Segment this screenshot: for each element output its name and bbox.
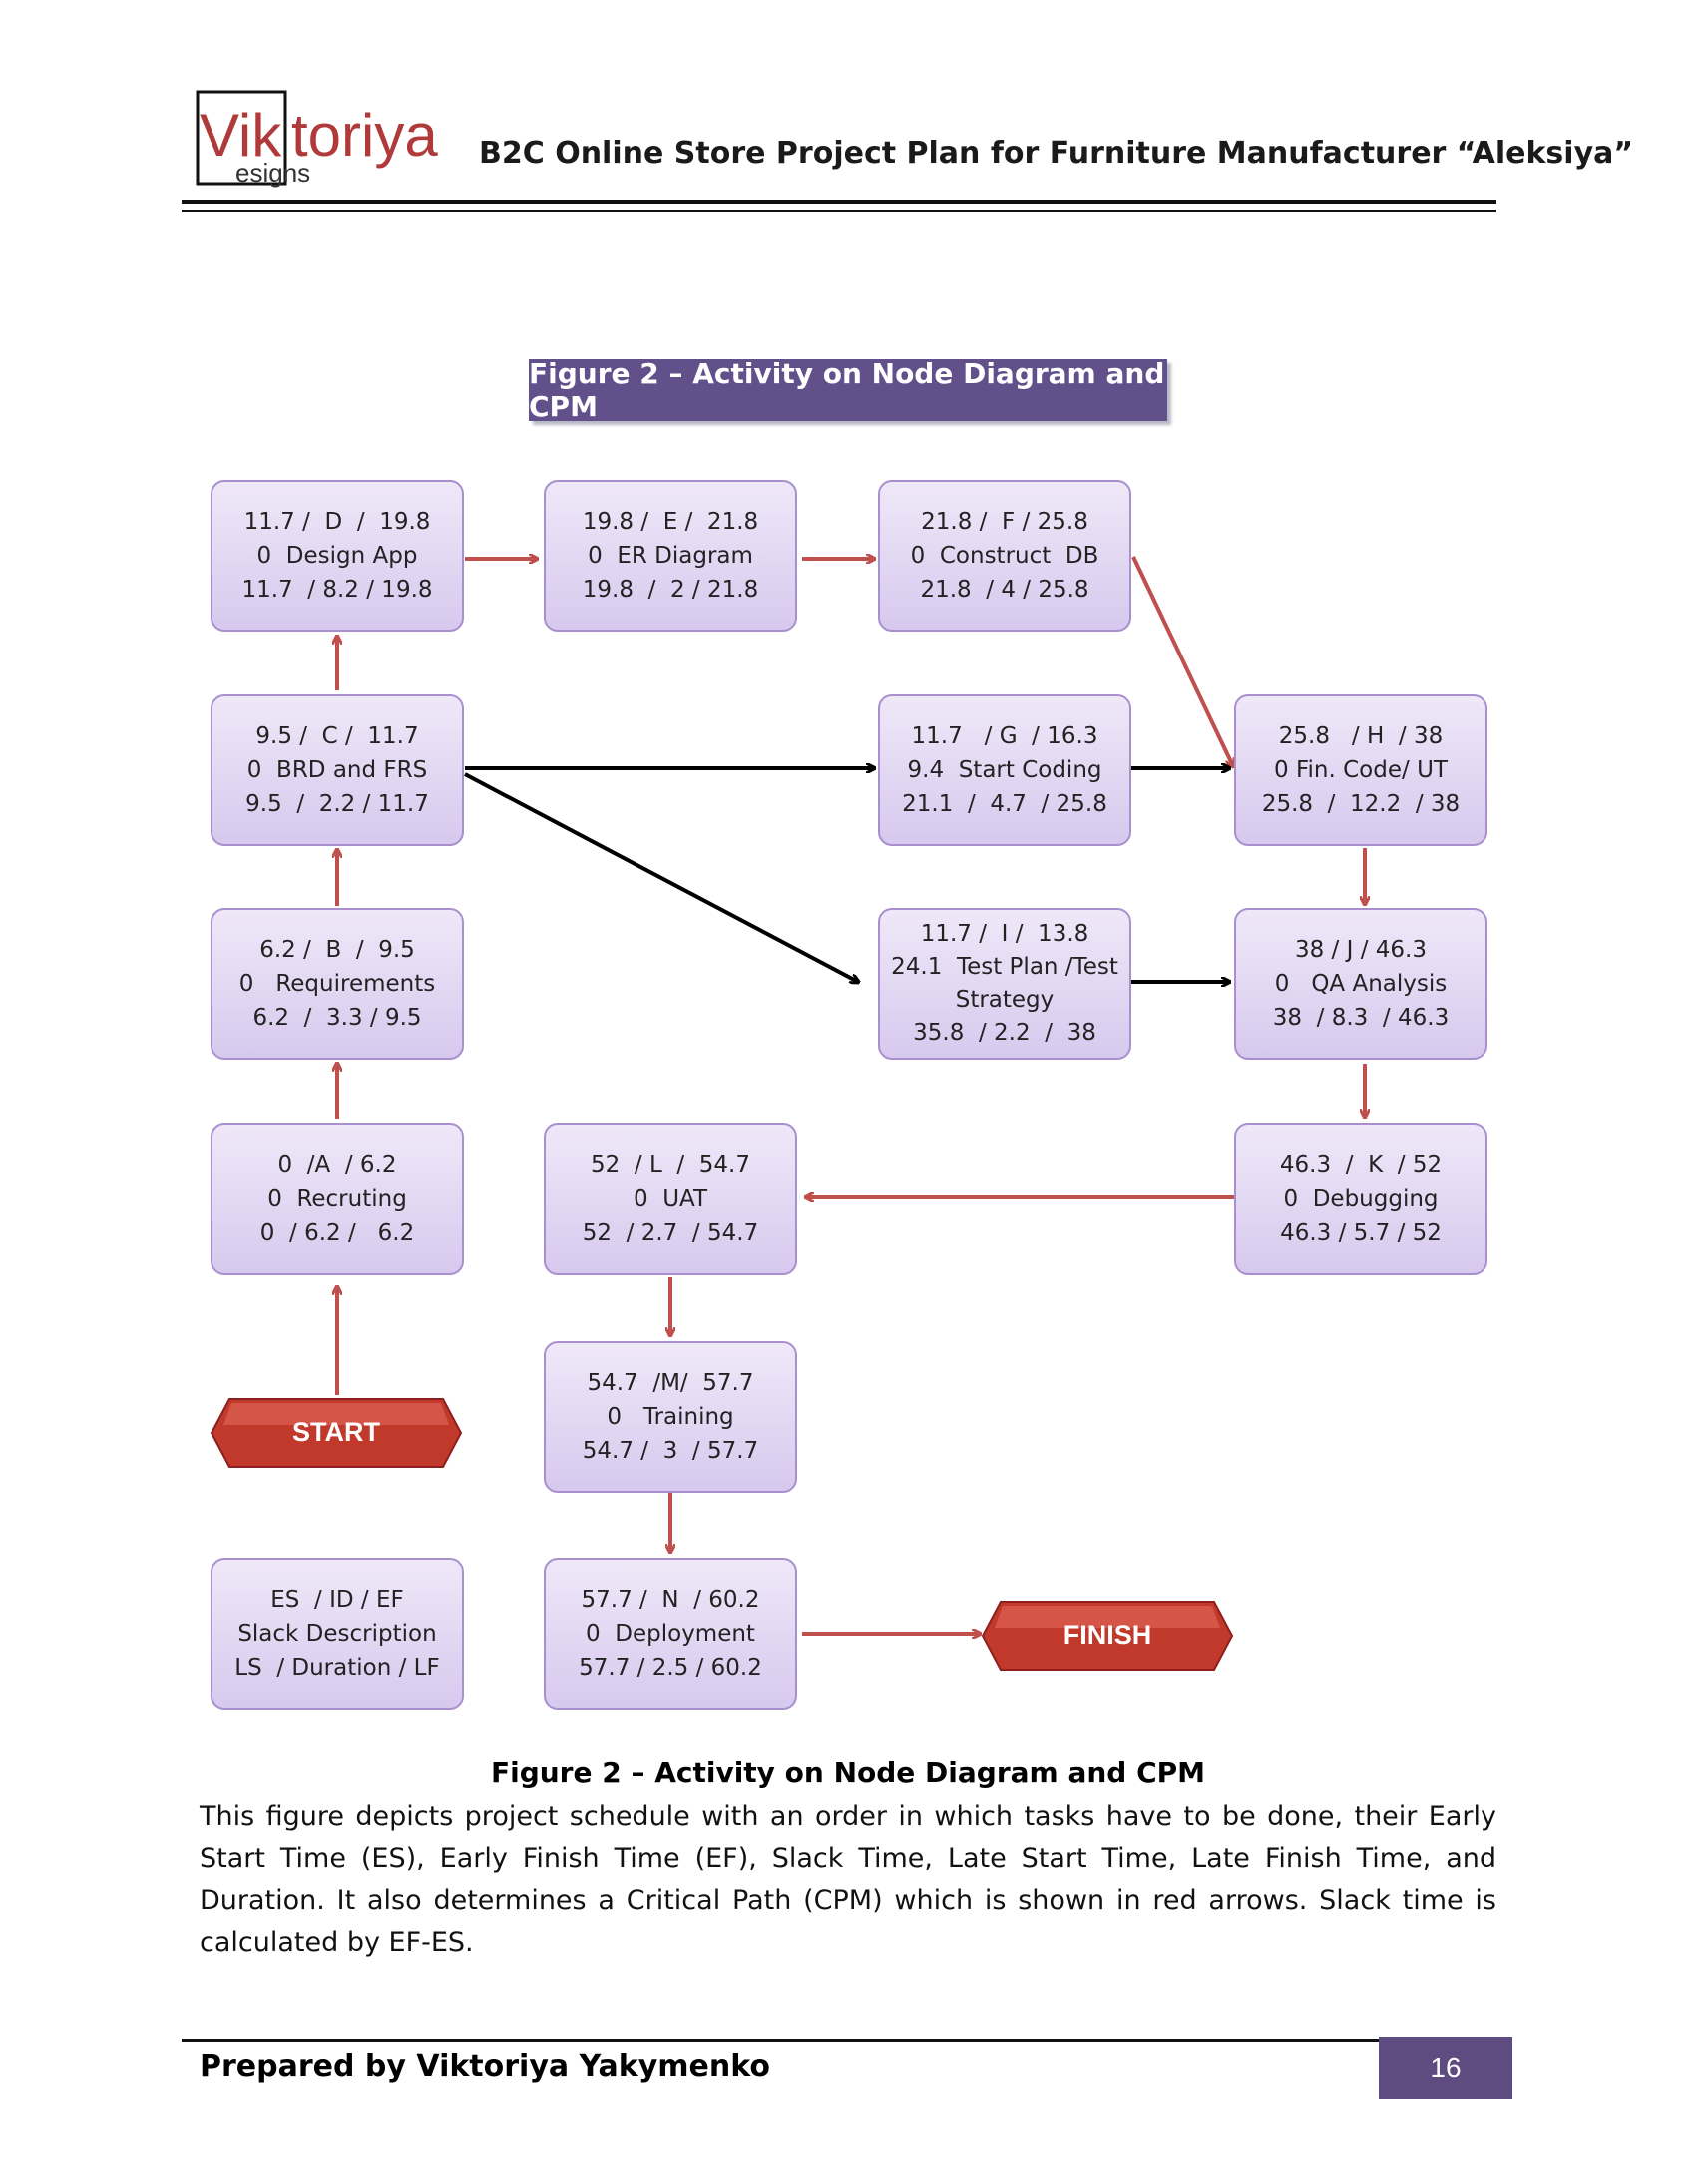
svg-text:toriya: toriya (291, 102, 438, 169)
svg-text:Vik: Vik (200, 102, 282, 169)
start-label: START (292, 1416, 380, 1447)
svg-text:esigns: esigns (235, 158, 310, 188)
footer-prepared-by: Prepared by Viktoriya Yakymenko (200, 2049, 771, 2084)
start-terminal: START (210, 1395, 463, 1469)
arrow-f-h (1131, 556, 1233, 766)
page-number: 16 (1379, 2037, 1512, 2099)
figure-description: This figure depicts project schedule wit… (200, 1801, 1496, 1958)
figure-banner: Figure 2 – Activity on Node Diagram and … (529, 357, 1167, 423)
finish-terminal: FINISH (981, 1598, 1234, 1672)
header-rule-thick (182, 200, 1496, 204)
arrow-c-i (464, 772, 858, 982)
header-title: B2C Online Store Project Plan for Furnit… (479, 136, 1634, 171)
finish-label: FINISH (1062, 1619, 1152, 1650)
company-logo: Vik toriya esigns (196, 82, 475, 192)
footer-rule (182, 2039, 1387, 2042)
figure-caption: Figure 2 – Activity on Node Diagram and … (490, 1756, 1206, 1789)
header-rule-thin (182, 210, 1496, 212)
